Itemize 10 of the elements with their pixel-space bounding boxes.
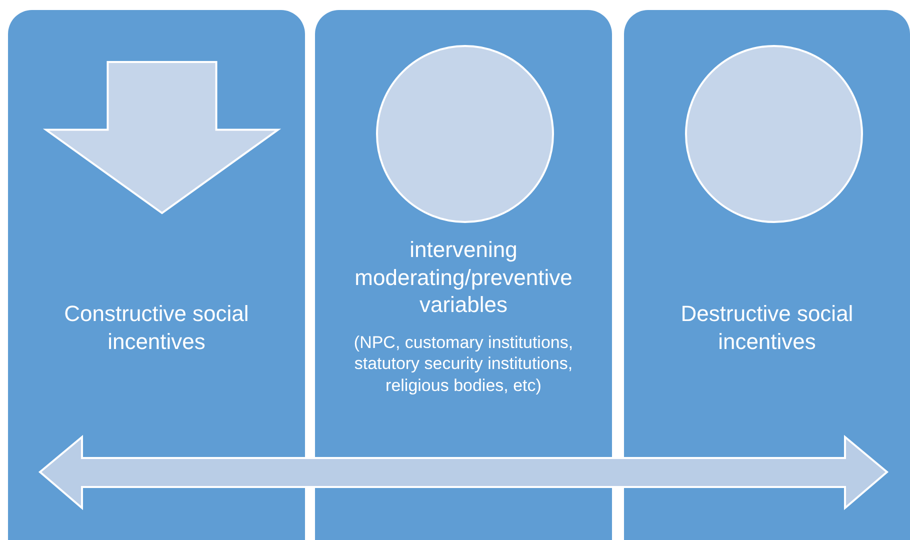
circle [375,44,555,224]
panel-note: (NPC, customary institutions, statutory security institutions, religious bodies, etc) [352,332,574,396]
down-arrow-shape [44,60,280,215]
panel [315,10,612,540]
panel [8,10,305,540]
panel [624,10,910,540]
panel-heading: Constructive social incentives [63,300,250,355]
circle [684,44,864,224]
panel-heading: Destructive social incentives [680,300,854,355]
panel-heading: intervening moderating/preventive variables [354,236,574,318]
